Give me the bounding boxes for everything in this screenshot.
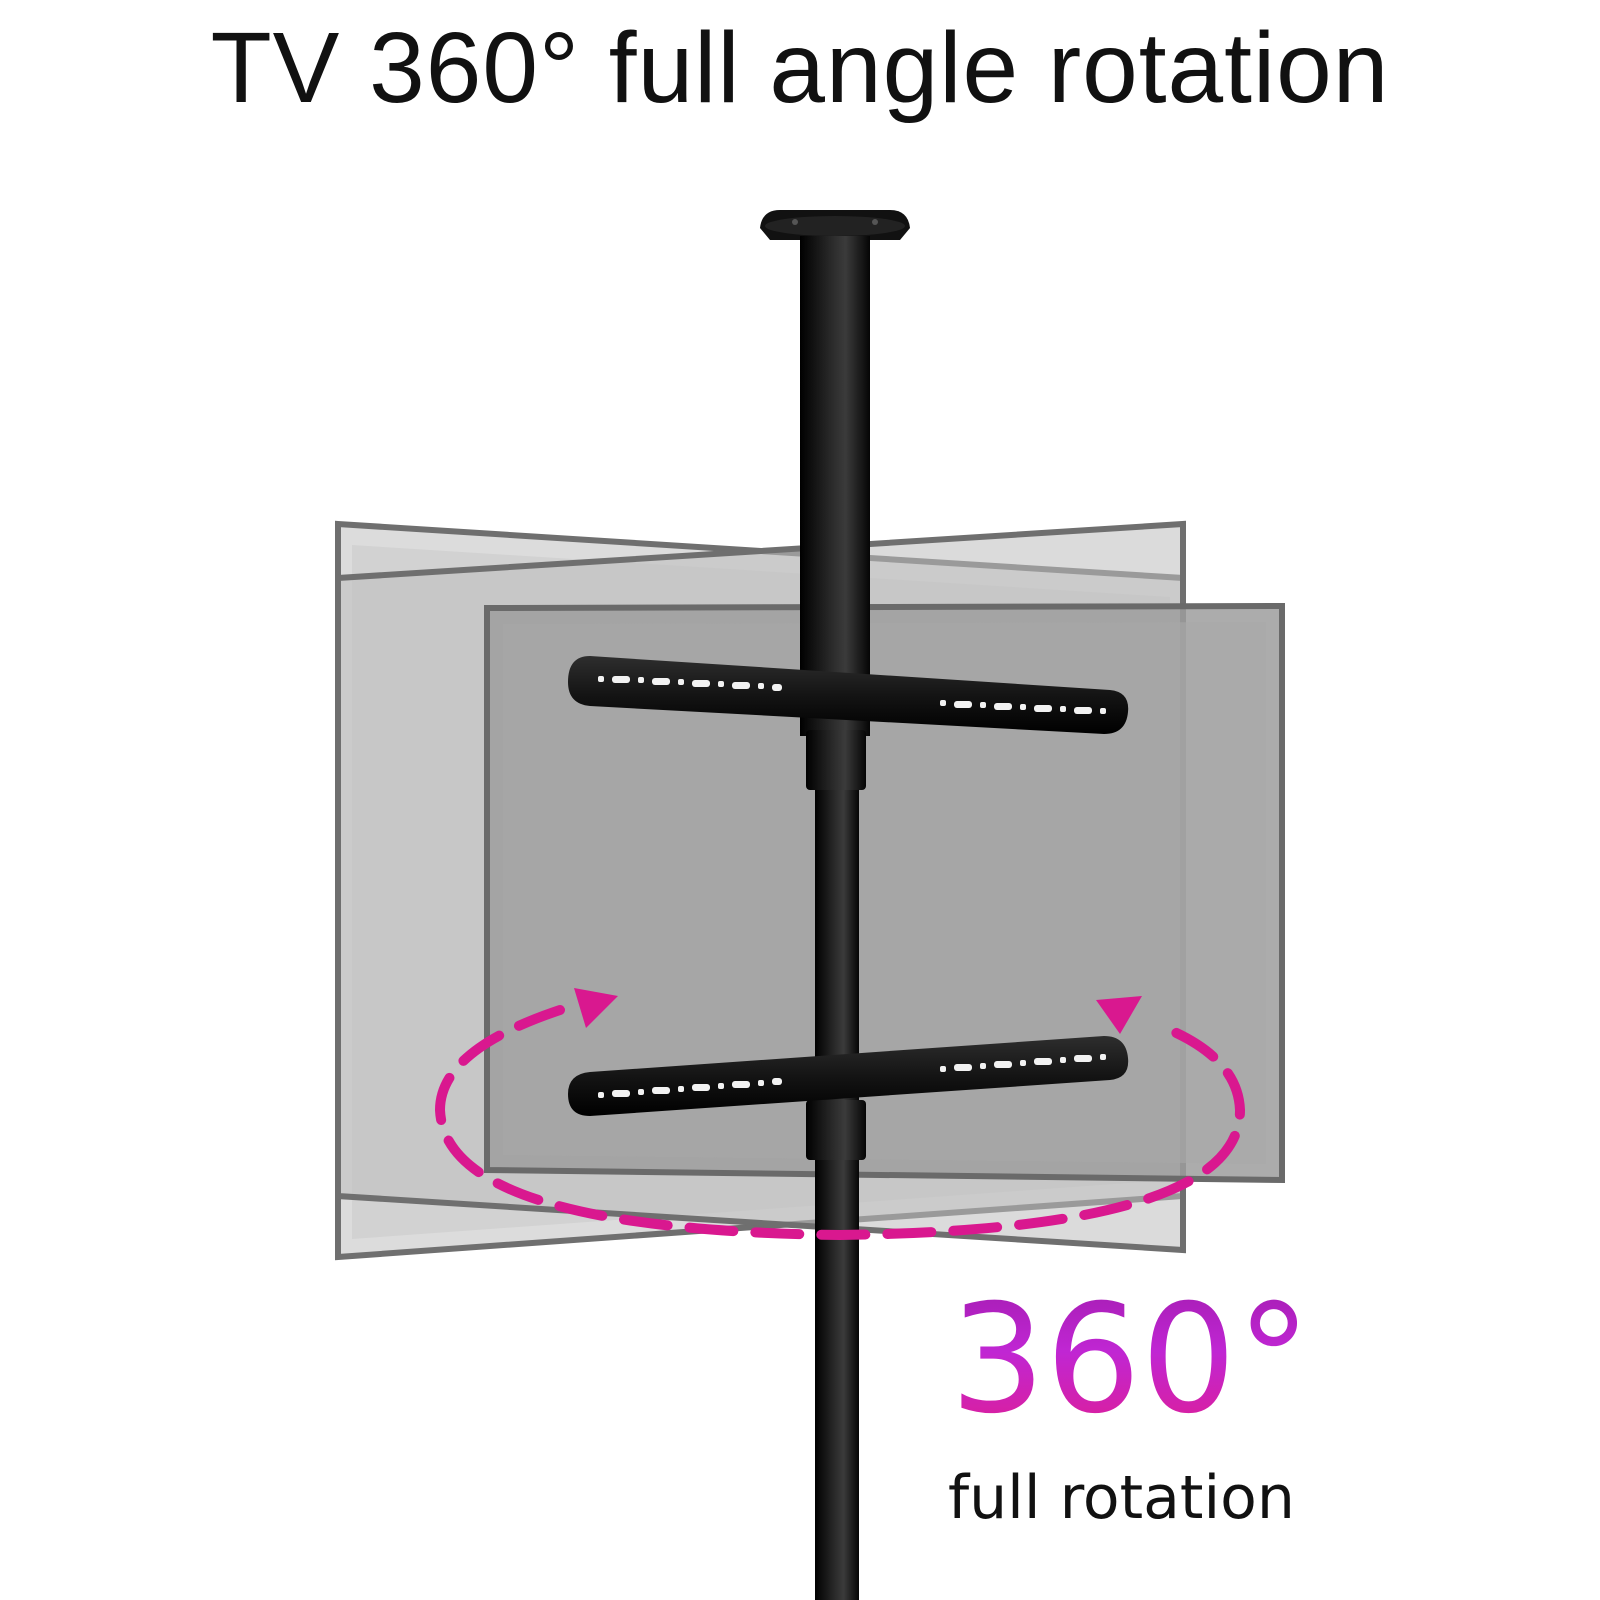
lower-mounting-arm [568,1036,1129,1116]
upper-arm-slots [598,676,1106,714]
rotation-arrow-right-icon [1096,996,1142,1034]
headline: TV 360° full angle rotation [210,12,1390,124]
lower-arm-slots [598,1054,1106,1098]
pole-collar-lower [806,1100,866,1160]
upper-mounting-arm [568,656,1129,734]
rotation-caption: full rotation [948,1463,1295,1533]
rotation-degree-badge: 360° [950,1273,1312,1447]
pole-middle [815,790,859,1100]
tv-panel-front [484,602,1285,1184]
rotation-path [434,1005,1246,1241]
pole-upper [800,236,870,736]
rotation-arrow-left-icon [574,988,618,1028]
ceiling-plate [760,210,910,240]
pole-collar-upper [806,730,866,790]
pole-lower [815,1160,859,1600]
